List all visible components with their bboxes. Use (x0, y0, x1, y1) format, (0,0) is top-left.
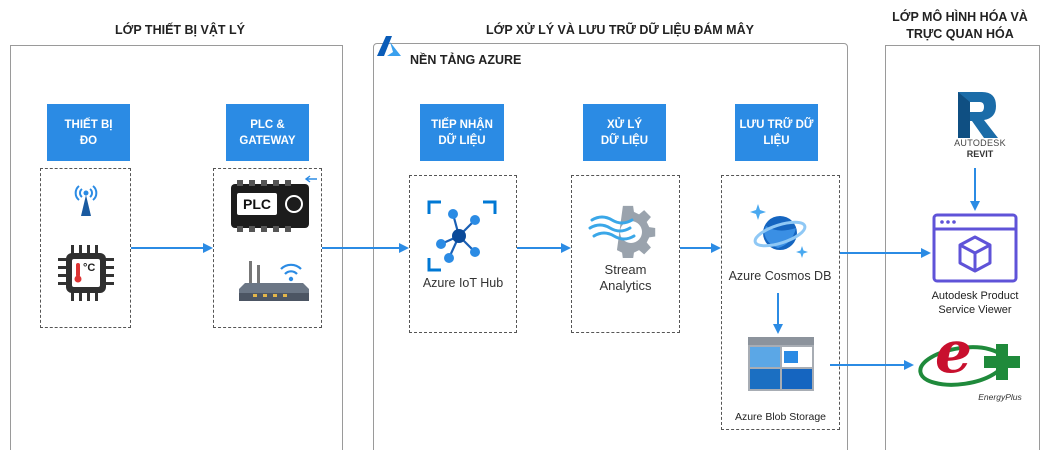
temperature-chip-icon (58, 245, 114, 301)
measure-device-label-line2: ĐO (79, 134, 98, 147)
measure-device-label-line1: THIẾT BỊ (64, 118, 113, 131)
storage-data-label-line1: LƯU TRỮ DỮ (739, 118, 814, 131)
stream-analytics-icon (588, 205, 656, 258)
modeling-layer-title: LỚP MÔ HÌNH HÓA VÀ TRỰC QUAN HÓA (880, 9, 1040, 43)
product-viewer-label: Autodesk Product Service Viewer (900, 289, 1045, 317)
azure-logo-icon (377, 36, 401, 56)
product-viewer-icon (932, 213, 1018, 283)
azure-platform-label: NỀN TẢNG AZURE (410, 53, 522, 67)
storage-data-label-line2: LIỆU (763, 134, 790, 147)
plc-device-text: PLC (243, 196, 271, 212)
plc-gateway-box (213, 168, 322, 328)
revit-logo-icon (958, 92, 998, 138)
product-viewer-label-line1: Autodesk Product (931, 290, 1019, 302)
modeling-layer-title-line1: LỚP MÔ HÌNH HÓA VÀ (892, 10, 1028, 24)
storage-data-label: LƯU TRỮ DỮ LIỆU (735, 104, 818, 161)
iot-hub-icon (427, 200, 497, 272)
stream-analytics-label: Stream Analytics (571, 262, 680, 294)
storage-box (721, 175, 840, 430)
revit-text: REVIT (966, 149, 994, 159)
plc-device-icon (231, 180, 309, 232)
autodesk-text: AUTODESK (954, 138, 1006, 148)
modeling-layer-title-line2: TRỰC QUAN HÓA (906, 27, 1014, 41)
stream-analytics-label-line1: Stream (604, 262, 647, 277)
plc-gateway-label-line1: PLC & (250, 118, 285, 131)
blob-storage-icon (748, 337, 814, 391)
plc-gateway-label: PLC & GATEWAY (226, 104, 309, 161)
blob-storage-label: Azure Blob Storage (734, 411, 827, 423)
measure-device-box (40, 168, 131, 328)
measure-device-label: THIẾT BỊ ĐO (47, 104, 130, 161)
iot-hub-box (409, 175, 517, 333)
antenna-icon (74, 185, 98, 216)
energyplus-logo-icon (918, 344, 1020, 387)
wifi-gateway-icon (239, 261, 309, 301)
ingest-data-label: TIẾP NHẬN DỮ LIỆU (420, 104, 504, 161)
cosmos-db-icon (750, 204, 808, 258)
stream-analytics-box (571, 175, 680, 333)
product-viewer-label-line2: Service Viewer (938, 304, 1012, 316)
cosmos-db-label: Azure Cosmos DB (728, 269, 832, 283)
temperature-chip-text: °C (83, 262, 96, 274)
iot-hub-label: Azure IoT Hub (422, 276, 504, 290)
physical-layer-title: LỚP THIẾT BỊ VẬT LÝ (115, 23, 245, 37)
energyplus-mark: e (935, 318, 972, 386)
process-data-label-line2: DỮ LIỆU (600, 134, 649, 147)
stream-analytics-label-line2: Analytics (599, 278, 652, 293)
ingest-data-label-line1: TIẾP NHẬN (431, 118, 493, 131)
ingest-data-label-line2: DỮ LIỆU (438, 134, 486, 147)
energyplus-text: EnergyPlus (978, 392, 1022, 402)
process-data-label: XỬ LÝ DỮ LIỆU (583, 104, 666, 161)
process-data-label-line1: XỬ LÝ (606, 118, 643, 131)
plc-gateway-label-line2: GATEWAY (239, 134, 296, 147)
cloud-layer-title: LỚP XỬ LÝ VÀ LƯU TRỮ DỮ LIỆU ĐÁM MÂY (486, 23, 754, 37)
small-arrow-icon (304, 175, 317, 183)
